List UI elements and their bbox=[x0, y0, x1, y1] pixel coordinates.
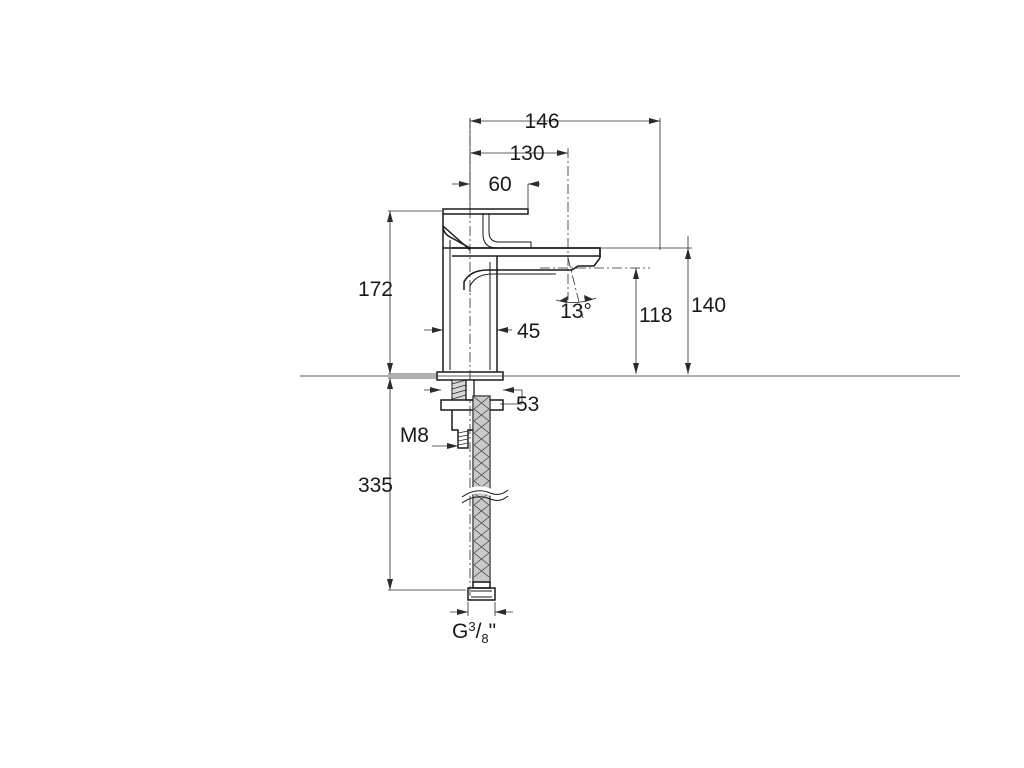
dim-label-118: 118 bbox=[639, 304, 672, 327]
dimension-m8: M8 bbox=[400, 424, 469, 449]
dimension-53: 53 bbox=[424, 387, 539, 416]
arrow-53-right bbox=[503, 387, 514, 393]
lever-cap-top bbox=[442, 208, 529, 215]
arrow-g38-right bbox=[495, 609, 506, 615]
arrow-130-right bbox=[557, 150, 568, 156]
arrow-118-top bbox=[633, 268, 639, 279]
dimension-140: 140 bbox=[600, 236, 726, 374]
dimension-172: 172 bbox=[358, 210, 442, 375]
dimension-130: 130 bbox=[470, 142, 568, 165]
arrow-13-right bbox=[584, 295, 593, 302]
spout-aerator-face bbox=[560, 257, 601, 271]
arrow-172-top bbox=[387, 211, 393, 222]
arrow-13-left bbox=[559, 296, 568, 303]
dimension-146: 146 bbox=[469, 110, 661, 250]
dimension-45: 45 bbox=[424, 320, 540, 343]
arrow-172-bottom bbox=[387, 363, 393, 374]
dimension-60: 60 bbox=[452, 173, 540, 212]
dim-label-146: 146 bbox=[524, 110, 559, 133]
hose-ferrule bbox=[472, 581, 491, 589]
arrow-130-left bbox=[470, 150, 481, 156]
dim-label-m8: M8 bbox=[400, 424, 429, 447]
dim-label-140: 140 bbox=[691, 294, 726, 317]
arrow-45-right bbox=[497, 327, 508, 333]
g38-denominator: 8 bbox=[481, 631, 488, 646]
dim-label-172: 172 bbox=[358, 278, 393, 301]
lever-arm-tip bbox=[527, 241, 532, 249]
arrow-118-bottom bbox=[633, 363, 639, 374]
arrow-140-top bbox=[685, 248, 691, 259]
arrow-335-bottom bbox=[387, 579, 393, 590]
dimension-118: 118 bbox=[633, 268, 672, 374]
m8-stud bbox=[451, 410, 475, 449]
dim-label-335: 335 bbox=[358, 474, 393, 497]
deck-flange bbox=[436, 371, 504, 381]
arrow-146-right bbox=[649, 118, 660, 124]
g38-suffix: " bbox=[489, 620, 496, 643]
arrow-60-left bbox=[459, 181, 470, 187]
under-deck-assembly bbox=[440, 379, 511, 601]
dim-label-45: 45 bbox=[517, 320, 540, 343]
arrow-53-left bbox=[430, 387, 441, 393]
dim-label-g38: G3/8" bbox=[452, 619, 496, 646]
g38-prefix: G bbox=[452, 620, 468, 643]
arrow-140-bottom bbox=[685, 363, 691, 374]
lever-arm bbox=[488, 213, 527, 243]
mounting-washer bbox=[440, 399, 504, 411]
shank-thread-hatch bbox=[451, 379, 467, 400]
dimension-angle-13: 13° bbox=[555, 295, 597, 323]
g38-nut bbox=[467, 587, 496, 601]
spout-top-surface bbox=[452, 247, 601, 257]
m8-thread-hatch bbox=[457, 430, 469, 446]
dim-label-13deg: 13° bbox=[560, 300, 592, 323]
lever-collar-bevel bbox=[442, 225, 471, 251]
dim-label-60: 60 bbox=[488, 173, 511, 196]
g38-nut-flats bbox=[471, 590, 492, 598]
faucet-body-outline bbox=[300, 208, 960, 381]
spout-underside bbox=[463, 269, 560, 290]
dim-label-130: 130 bbox=[509, 142, 544, 165]
dim-label-53: 53 bbox=[516, 393, 539, 416]
dimension-335: 335 bbox=[358, 377, 466, 591]
hose-break-line bbox=[459, 486, 511, 504]
spout-underside-inner bbox=[469, 273, 556, 292]
g38-numerator: 3 bbox=[468, 619, 475, 634]
arrow-g38-left bbox=[457, 609, 468, 615]
arrow-146-left bbox=[470, 118, 481, 124]
dimension-g38: G3/8" bbox=[450, 602, 513, 646]
arrow-45-left bbox=[432, 327, 443, 333]
lever-collar-left bbox=[442, 214, 471, 249]
g38-slash: / bbox=[476, 620, 482, 643]
arrow-m8 bbox=[447, 443, 458, 449]
arrow-60-right bbox=[528, 181, 539, 187]
arrow-335-top bbox=[387, 378, 393, 389]
lever-arm-inner bbox=[482, 213, 527, 249]
